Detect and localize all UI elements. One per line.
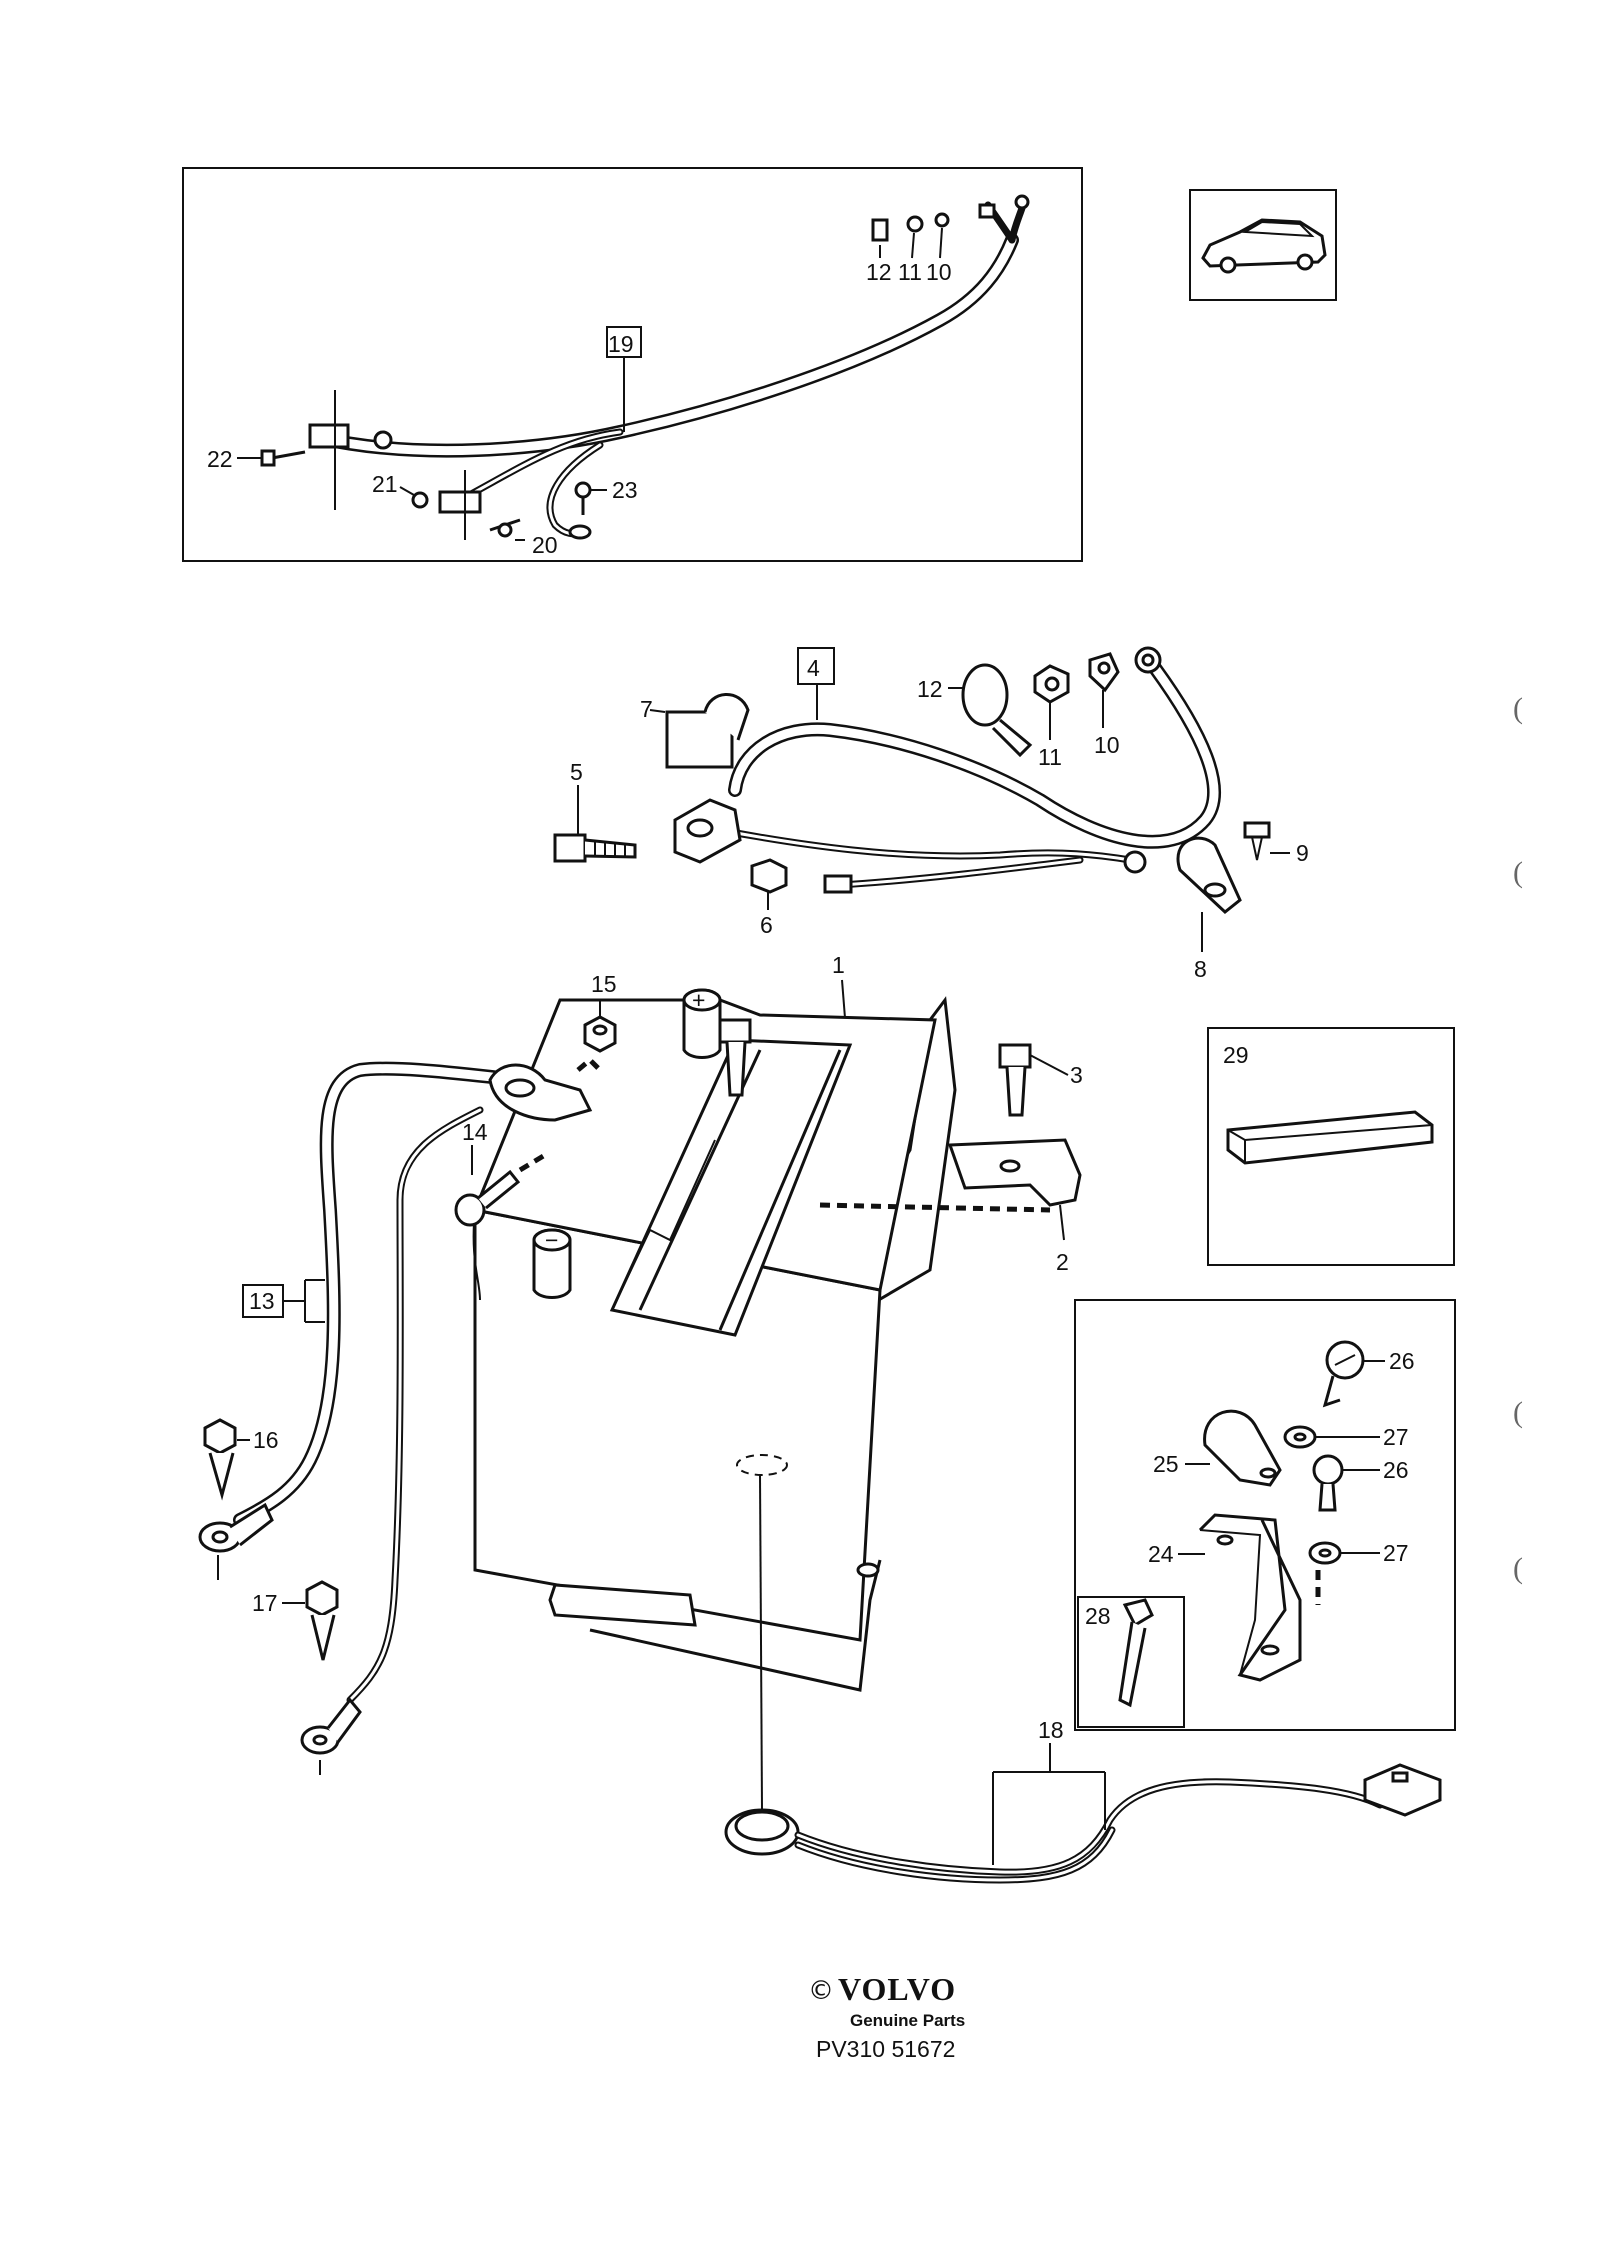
ring-terminal [1014,194,1030,210]
callout-27b: 27 [1383,1540,1409,1566]
washer-10 [934,212,950,228]
bolt-14 [454,1193,486,1227]
screw-17 [305,1580,339,1617]
terminal-cap-12 [871,218,889,242]
battery-clamp-13 [488,1063,593,1122]
nut-21 [373,430,393,450]
copyright-symbol: © [808,1976,834,2006]
harness-inset: 19 22 21 20 23 12 11 10 [182,167,1083,562]
negative-cable-13: 13 15 14 16 17 [198,971,617,1775]
harness-terminal-clamp [308,423,350,449]
callout-24: 24 [1148,1541,1174,1567]
terminal-negative-mark: − [545,1227,558,1253]
callout-7: 7 [640,696,653,722]
callout-18: 18 [1038,1717,1064,1743]
callout-21: 21 [372,471,398,497]
bolt-22 [271,450,306,460]
callout-1: 1 [832,952,845,978]
terminal-positive [682,1000,722,1059]
callout-16: 16 [253,1427,279,1453]
harness-clamp-2 [438,490,482,514]
margin-mark-4: ( [1513,1552,1523,1585]
callout-10: 10 [1094,732,1120,758]
margin-mark-3: ( [1513,1396,1523,1429]
battery-1: + − 1 [472,952,957,1811]
bolt-3 [725,1041,747,1097]
callout-22: 22 [207,446,233,472]
callout-17: 17 [252,1590,278,1616]
car-wheel-front [1219,256,1237,274]
cover-strip-29 [1226,1110,1434,1165]
clip-25 [1203,1409,1282,1487]
callout-8: 8 [1194,956,1207,982]
car-body [1201,218,1327,268]
nut-6 [750,858,788,894]
ring-terminal-4 [1123,850,1147,874]
callout-27a: 27 [1383,1424,1409,1450]
callout-26a: 26 [1389,1348,1415,1374]
bolt-3-head [718,1018,752,1044]
callout-28: 28 [1085,1603,1111,1629]
callout-15: 15 [591,971,617,997]
sensor-cable-18: 18 [724,1717,1442,1884]
callout-12: 12 [917,676,943,702]
inset-bracket-frame [1074,1299,1456,1731]
nut-21b [411,491,429,509]
battery-handle [548,1583,697,1627]
callout-2: 2 [1056,1249,1069,1275]
cable-clip-8 [1176,836,1242,914]
bolt-5 [553,833,587,863]
screw-28 [1122,1598,1154,1628]
inset-callout-11: 11 [898,259,922,285]
inset-29-frame [1207,1027,1455,1266]
part-code: PV310 51672 [816,2036,955,2062]
callout-5: 5 [570,759,583,785]
battery-lid-recess [609,1038,853,1337]
genuine-parts-label: Genuine Parts [850,2011,965,2030]
hold-down-clamp-2 [947,1138,1082,1207]
bracket-24 [1198,1513,1302,1682]
screw-9 [1243,821,1271,839]
footer: © VOLVO Genuine Parts PV310 51672 [808,1971,965,2062]
terminal-negative [532,1240,572,1299]
inset-28-frame [1077,1596,1185,1728]
margin-mark-2: ( [1513,856,1523,889]
sensor-connector [1363,1763,1442,1817]
callout-19: 19 [608,331,634,357]
screw-26b [1312,1454,1344,1486]
callout-6: 6 [760,912,773,938]
inset-callout-10: 10 [926,259,952,285]
callout-25: 25 [1153,1451,1179,1477]
callout-9: 9 [1296,840,1309,866]
hold-down-clamp: 3 2 [718,1018,1083,1275]
car-thumbnail [1189,189,1337,301]
callout-23: 23 [612,477,638,503]
inset-callout-12: 12 [866,259,892,285]
terminal-boot-12 [961,663,1009,727]
screw-16 [203,1418,237,1455]
callout-29: 29 [1223,1042,1249,1068]
nut-11 [906,215,924,233]
volvo-logo: VOLVO [838,1971,956,2007]
inset-bracket: 26 27 26 27 25 24 28 [1074,1299,1456,1731]
callout-4: 4 [807,655,820,681]
bolt-23 [574,481,592,499]
callout-26b: 26 [1383,1457,1409,1483]
callout-3: 3 [1070,1062,1083,1088]
car-wheel-rear [1296,253,1314,271]
inset-29: 29 [1207,1027,1455,1266]
margin-marks: ( ( ( ( [1513,692,1523,1585]
inset-frame [182,167,1083,562]
callout-14: 14 [462,1119,488,1145]
terminal-positive-mark: + [692,987,705,1013]
callout-13: 13 [249,1288,275,1314]
battery-cable-assembly-4: 4 5 6 7 8 9 10 11 12 [553,646,1309,982]
callout-11: 11 [1038,744,1062,770]
margin-mark-1: ( [1513,692,1523,725]
callout-20: 20 [532,532,558,558]
